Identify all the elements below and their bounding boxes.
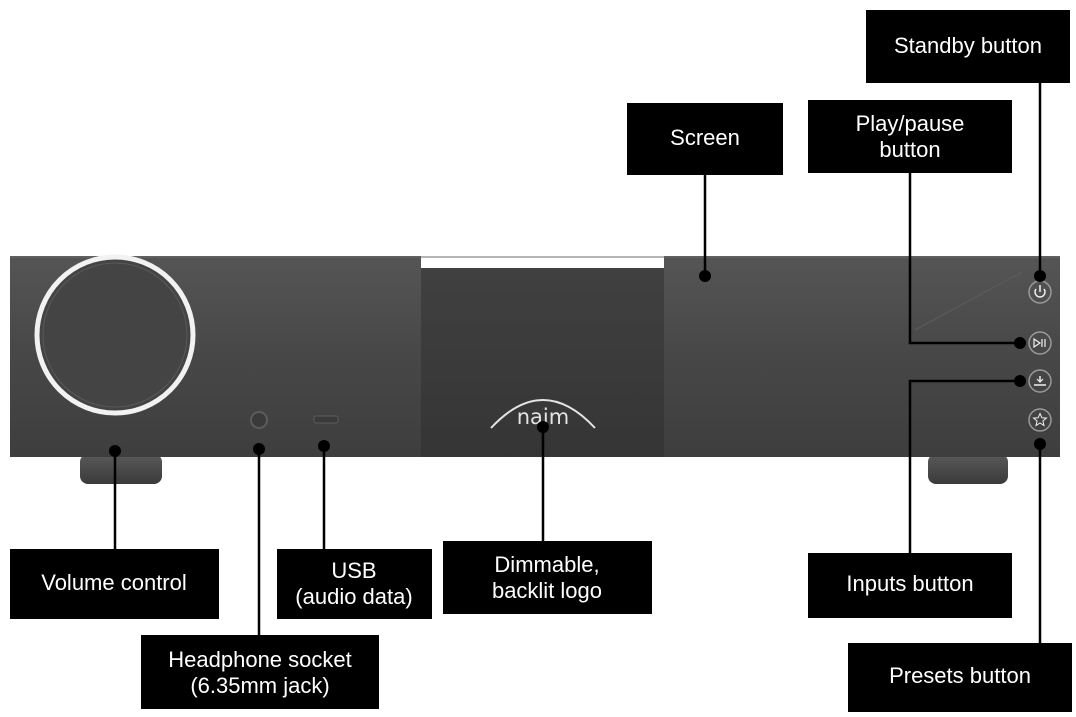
headphone-socket[interactable]	[250, 411, 268, 429]
play-pause-callout: Play/pause button	[808, 100, 1012, 173]
logo-label-line-2: backlit logo	[492, 578, 602, 603]
inputs-leader	[908, 379, 1020, 553]
headphone-label-line-1: Headphone socket	[168, 647, 351, 672]
leader-lines	[113, 83, 1042, 643]
usb-port[interactable]	[313, 415, 339, 424]
headphone-label-line-2: (6.35mm jack)	[190, 673, 329, 698]
inputs-button[interactable]	[1028, 369, 1052, 393]
left-foot	[80, 454, 162, 484]
usb-callout: USB (audio data)	[277, 549, 432, 619]
star-icon	[1032, 412, 1048, 427]
volume-knob-inner-edge	[42, 262, 188, 408]
volume-knob[interactable]	[34, 254, 196, 416]
play-pause-label-line-2: button	[879, 137, 940, 162]
right-chassis-panel	[664, 256, 1060, 457]
play-pause-leader	[908, 173, 1022, 345]
screen-label: Screen	[670, 125, 740, 150]
logo-callout: Dimmable, backlit logo	[443, 541, 652, 614]
leader-dots	[109, 270, 1046, 457]
volume-callout: Volume control	[10, 549, 219, 619]
presets-button[interactable]	[1028, 408, 1052, 432]
screen-reflection	[914, 271, 1023, 331]
volume-label: Volume control	[41, 570, 187, 595]
presets-callout: Presets button	[848, 643, 1072, 712]
logo-arc	[490, 399, 596, 429]
right-foot	[928, 454, 1008, 484]
play-pause-label-line-1: Play/pause	[856, 111, 965, 136]
power-icon	[1034, 285, 1046, 298]
inputs-callout: Inputs button	[808, 553, 1012, 618]
standby-callout: Standby button	[866, 10, 1070, 83]
headphone-callout: Headphone socket (6.35mm jack)	[141, 635, 379, 709]
usb-label-line-2: (audio data)	[295, 584, 412, 609]
presets-label: Presets button	[889, 663, 1031, 688]
inputs-label: Inputs button	[846, 571, 973, 596]
usb-label-line-1: USB	[331, 558, 376, 583]
play-pause-button[interactable]	[1028, 331, 1052, 355]
logo-label-line-1: Dimmable,	[494, 552, 599, 577]
standby-label: Standby button	[894, 33, 1042, 58]
play-pause-icon	[1033, 337, 1046, 349]
input-icon	[1034, 376, 1046, 386]
screen-callout: Screen	[627, 103, 783, 175]
